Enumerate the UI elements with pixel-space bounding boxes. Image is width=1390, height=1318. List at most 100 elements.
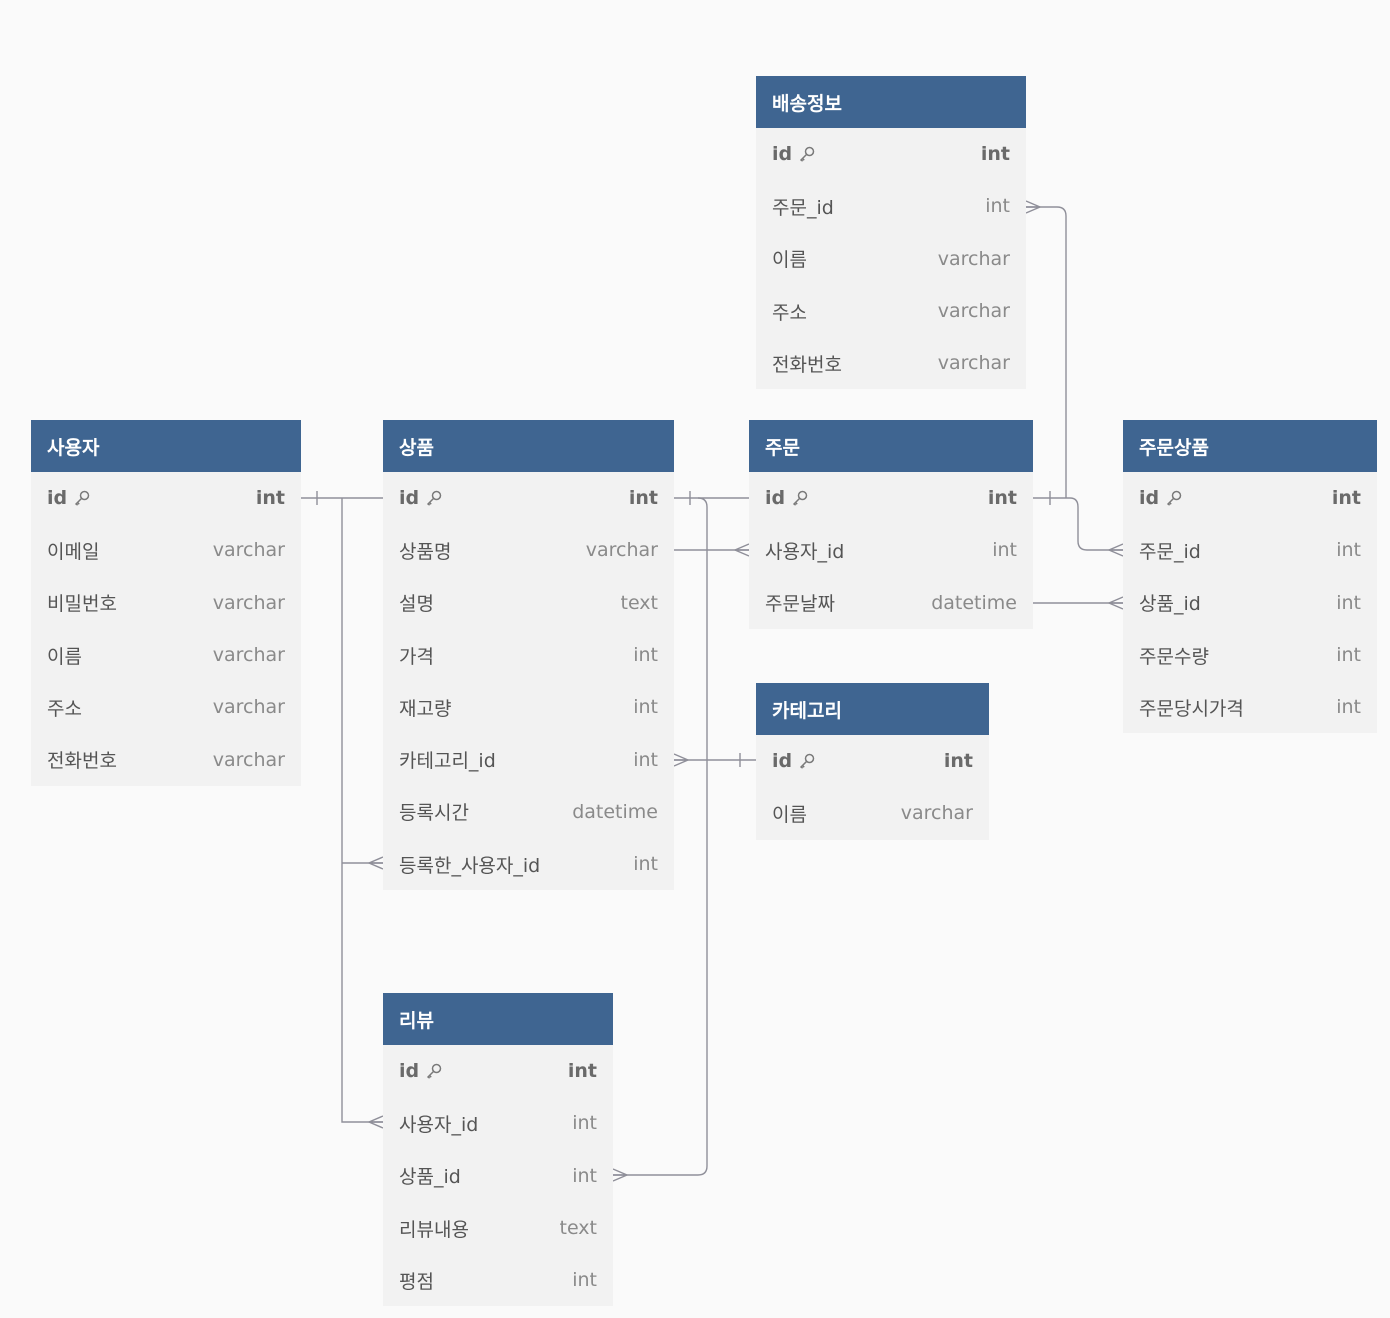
field-name: 상품명 <box>399 537 451 564</box>
field-name-text: 비밀번호 <box>47 593 117 616</box>
many-marker <box>612 1168 629 1182</box>
field-name-text: 주문당시가격 <box>1139 697 1244 720</box>
field-name-text: id <box>772 143 793 166</box>
field-name-text: 설명 <box>399 593 434 616</box>
field-row[interactable]: 주소 varchar <box>756 285 1026 337</box>
field-row[interactable]: 이름 varchar <box>756 233 1026 285</box>
table-title-delivery[interactable]: 배송정보 <box>756 76 1026 128</box>
field-row[interactable]: id int <box>31 472 301 524</box>
field-row[interactable]: 등록한_사용자_id int <box>383 838 674 890</box>
field-name-text: 사용자_id <box>399 1113 479 1136</box>
field-name-text: 등록한_사용자_id <box>399 854 541 877</box>
key-icon <box>73 489 91 507</box>
field-type: text <box>620 591 659 614</box>
field-type: int <box>1331 487 1361 510</box>
field-type: int <box>633 696 658 719</box>
field-name: id <box>399 487 443 509</box>
table-title-review[interactable]: 리뷰 <box>383 993 613 1045</box>
field-name: 카테고리_id <box>399 746 496 773</box>
field-name: id <box>47 487 91 509</box>
field-type: varchar <box>585 539 658 562</box>
field-name: 상품_id <box>1139 589 1201 616</box>
field-name: 주문당시가격 <box>1139 694 1244 721</box>
field-name: 주문수량 <box>1139 642 1209 669</box>
table-title-product[interactable]: 상품 <box>383 420 674 472</box>
field-name: 이름 <box>772 245 807 272</box>
field-type: varchar <box>937 300 1010 323</box>
field-type: int <box>987 487 1017 510</box>
field-name-text: 주문날짜 <box>765 593 835 616</box>
field-name-text: 이메일 <box>47 540 100 563</box>
field-type: varchar <box>212 644 285 667</box>
key-icon <box>798 752 816 770</box>
key-icon <box>798 145 816 163</box>
field-row[interactable]: id int <box>756 128 1026 180</box>
field-name-text: 상품_id <box>1139 593 1201 616</box>
field-type: int <box>572 1164 597 1187</box>
field-type: int <box>1336 539 1361 562</box>
field-type: varchar <box>212 748 285 771</box>
field-name: 주소 <box>772 298 807 325</box>
table-title-user[interactable]: 사용자 <box>31 420 301 472</box>
field-type: text <box>559 1217 598 1240</box>
field-name-text: 이름 <box>772 803 807 826</box>
field-type: varchar <box>937 247 1010 270</box>
field-name-text: id <box>399 1060 420 1083</box>
many-marker <box>733 543 750 557</box>
field-type: int <box>255 487 285 510</box>
connector-user-review <box>341 498 383 1123</box>
field-type: int <box>992 539 1017 562</box>
field-name: id <box>399 1060 443 1082</box>
table-title-order-item[interactable]: 주문상품 <box>1123 420 1377 472</box>
field-name: 가격 <box>399 642 434 669</box>
field-type: int <box>633 853 658 876</box>
field-name: 사용자_id <box>399 1110 478 1137</box>
field-name: id <box>772 750 816 772</box>
field-name: 전화번호 <box>47 746 117 773</box>
field-row[interactable]: 상품명 varchar <box>383 524 674 576</box>
field-name-text: 평점 <box>399 1270 434 1293</box>
key-icon <box>1165 489 1183 507</box>
field-name-text: id <box>772 750 793 773</box>
field-type: int <box>980 143 1010 166</box>
field-row[interactable]: 리뷰내용 text <box>383 1202 613 1254</box>
field-row[interactable]: 설명 text <box>383 577 674 629</box>
field-row[interactable]: 전화번호 varchar <box>31 733 301 785</box>
table-title-order[interactable]: 주문 <box>749 420 1033 472</box>
table-title-category[interactable]: 카테고리 <box>756 683 989 735</box>
field-name-text: 리뷰내용 <box>399 1218 469 1241</box>
